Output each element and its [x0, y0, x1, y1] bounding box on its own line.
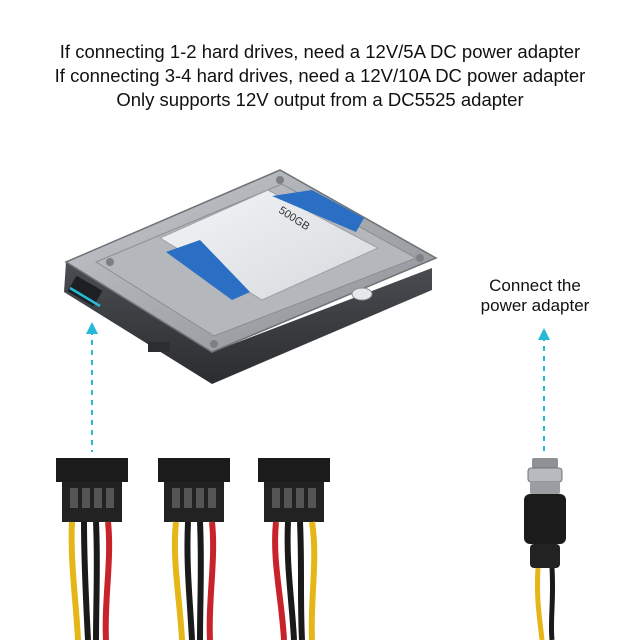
hdd-vent-hole: [351, 287, 373, 301]
wire-black: [548, 567, 556, 640]
wire-red: [102, 521, 113, 640]
sata-connector-2: [158, 458, 230, 640]
wire-yellow: [308, 521, 318, 640]
sata-connector-1: [56, 458, 128, 640]
hdd-sata-port-highlight: [69, 286, 101, 308]
instruction-caption: If connecting 1-2 hard drives, need a 12…: [0, 40, 640, 112]
sata-connector-3: [258, 458, 330, 640]
caption-line-2: If connecting 3-4 hard drives, need a 12…: [54, 65, 586, 86]
wire-red: [272, 521, 287, 640]
hdd-screw: [276, 176, 284, 184]
adapter-note-line-2: power adapter: [480, 296, 590, 315]
wire-black: [197, 521, 204, 640]
wire-black: [184, 521, 195, 640]
connection-guides: [86, 322, 550, 452]
hdd-screw: [106, 258, 114, 266]
guide-arrow-hdd: [86, 322, 98, 334]
wire-yellow: [534, 567, 545, 640]
wire-black: [284, 521, 297, 640]
hdd-screw: [210, 340, 218, 348]
hdd-side-wall: [64, 262, 432, 384]
hdd-sata-port: [67, 275, 103, 307]
caption-line-1: If connecting 1-2 hard drives, need a 12…: [59, 41, 581, 62]
wire-black: [93, 521, 100, 640]
hdd-label-band-bottom: [166, 240, 250, 300]
adapter-note: Connect the power adapter: [460, 276, 610, 316]
hard-drive: 500GB: [64, 169, 438, 384]
guide-arrow-adapter: [538, 328, 550, 340]
hdd-screw: [416, 254, 424, 262]
dc-barrel-jack: [524, 458, 566, 640]
caption-line-3: Only supports 12V output from a DC5525 a…: [116, 89, 524, 110]
wire-red: [206, 521, 217, 640]
wire-black: [81, 521, 91, 640]
adapter-note-line-1: Connect the: [489, 276, 581, 295]
hdd-jumper-pins: [148, 342, 170, 352]
wire-yellow: [68, 521, 81, 640]
wire-black: [297, 521, 305, 640]
wire-yellow: [171, 521, 185, 640]
hdd-label-band-top: [272, 190, 364, 232]
